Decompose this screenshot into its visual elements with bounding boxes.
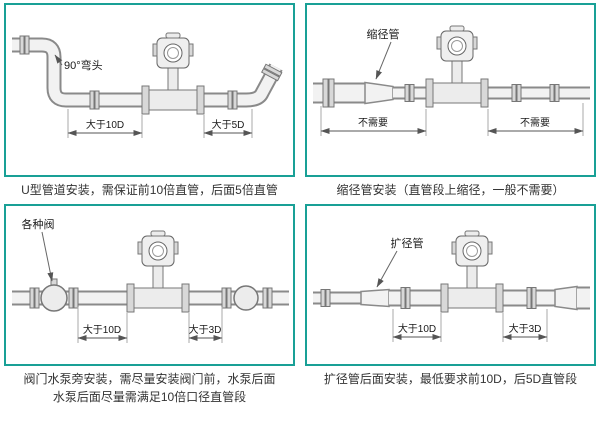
valve-2 [233,285,259,311]
dimensions: 不需要 不需要 [320,103,584,136]
panel-u-pipe-box: 90°弯头 大于10D 大于5D [4,3,295,177]
expander-cone-2 [554,285,578,311]
part-label: 扩径管 [391,236,424,250]
dim2-label: 大于3D [189,323,222,336]
panel-valve: 各种阀 大于10D 大于3D 阀门水泵旁安装，需尽量安装阀门前，水泵后面 水泵后… [4,204,295,411]
caption-u-pipe: U型管道安装，需保证前10倍直管，后面5倍直管 [21,183,278,197]
diagram-grid: 90°弯头 大于10D 大于5D U型管道安装，需保证前10倍直管，后面5倍直管 [4,3,596,411]
flowmeter [425,25,489,108]
panel-u-pipe: 90°弯头 大于10D 大于5D U型管道安装，需保证前10倍直管，后面5倍直管 [4,3,295,204]
part-label: 各种阀 [22,217,55,231]
flowmeter [440,230,504,313]
caption-valve-line2: 水泵后面尽量需满足10倍口径直管段 [52,390,247,405]
dim2-label: 大于3D [509,322,542,335]
dim1-label: 大于10D [83,323,121,336]
diagram-reducer: 缩径管 不需要 不需要 [313,25,590,136]
dimensions: 大于10D 大于3D [392,309,548,343]
dim2-label: 不需要 [520,117,550,129]
caption-valve-line1: 阀门水泵旁安装，需尽量安装阀门前，水泵后面 [23,372,276,387]
flowmeter [141,32,205,115]
panel-expander-box: 扩径管 大于10D 大于3D [305,204,596,367]
panel-expander: 扩径管 大于10D 大于3D 扩径管后面安装，最低要求前10D，后5D直管段 [305,204,596,411]
panel-reducer: 缩径管 不需要 不需要 缩径管安装（直管段上缩径，一般不需要） [305,3,596,204]
dim1-label: 不需要 [358,117,388,129]
flowmeter [126,230,190,313]
panel-valve-box: 各种阀 大于10D 大于3D [4,204,295,367]
caption-expander: 扩径管后面安装，最低要求前10D，后5D直管段 [323,372,578,387]
diagram-u-pipe: 90°弯头 大于10D 大于5D [12,32,283,138]
dim2-label: 大于5D [212,118,245,131]
pipe-assembly [313,78,590,108]
end-flange [261,63,283,82]
dim1-label: 大于10D [398,322,436,335]
diagram-expander: 扩径管 大于10D 大于3D [313,230,590,343]
part-label: 90°弯头 [64,58,103,72]
dim1-label: 大于10D [86,118,124,131]
expander-cone-1 [360,288,390,308]
panel-reducer-box: 缩径管 不需要 不需要 [305,3,596,177]
valve-1 [40,284,68,312]
part-label: 缩径管 [367,27,400,41]
reducer-cone [364,81,394,105]
pipe-assembly [12,35,283,110]
diagram-valve: 各种阀 大于10D 大于3D [12,217,289,344]
caption-reducer: 缩径管安装（直管段上缩径，一般不需要） [336,183,565,197]
dimensions: 大于10D 大于3D [77,307,223,344]
dimensions: 大于10D 大于5D [67,109,253,138]
